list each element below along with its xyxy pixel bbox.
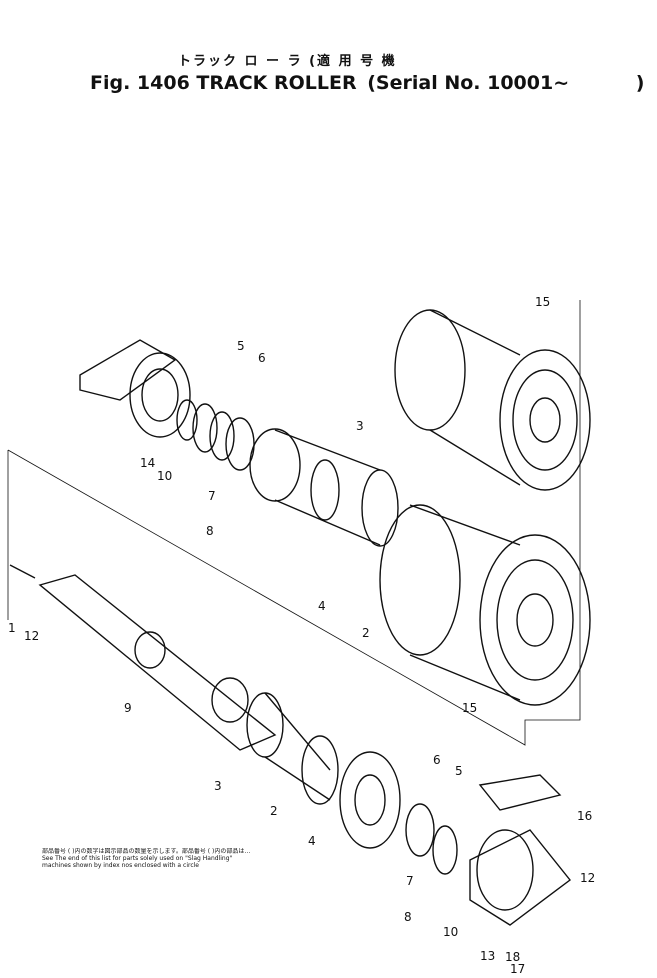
- callout-6a: 6: [258, 351, 266, 365]
- callout-16: 16: [577, 809, 592, 823]
- callout-12b: 12: [580, 871, 595, 885]
- callout-15b: 15: [462, 701, 477, 715]
- bushing-upper: [249, 428, 399, 547]
- callout-5b: 5: [455, 764, 463, 778]
- callout-15a: 15: [535, 295, 550, 309]
- callout-4b: 4: [308, 834, 316, 848]
- callout-5a: 5: [237, 339, 245, 353]
- outer-collar-upper: [79, 339, 191, 438]
- callout-3a: 3: [356, 419, 364, 433]
- footnote-line-1: 部品番号 ( )内の数字は図示部品の数量を示します。部品番号 ( )内の部品は…: [42, 848, 251, 855]
- callout-14: 14: [140, 456, 155, 470]
- callout-3b: 3: [214, 779, 222, 793]
- callout-6b: 6: [433, 753, 441, 767]
- callout-8b: 8: [404, 910, 412, 924]
- footnote-line-2: See The end of this list for parts solel…: [42, 855, 233, 862]
- footnote-line-3: machines shown by index nos enclosed wit…: [42, 862, 199, 869]
- leader-lines: [7, 300, 581, 746]
- callout-7a: 7: [208, 489, 216, 503]
- callout-10b: 10: [443, 925, 458, 939]
- callout-2a: 2: [362, 626, 370, 640]
- bolt-left: [9, 564, 36, 579]
- title-japanese: トラック ロ ー ラ (適 用 号 機: [178, 54, 397, 69]
- callout-9: 9: [124, 701, 132, 715]
- callout-4a: 4: [318, 599, 326, 613]
- callout-12a: 12: [24, 629, 39, 643]
- inner-collar-lower: [339, 751, 458, 875]
- callout-7b: 7: [406, 874, 414, 888]
- callout-18: 18: [505, 950, 520, 964]
- track-roller-shell-lower: [379, 504, 591, 706]
- callout-13: 13: [480, 949, 495, 963]
- callout-8a: 8: [206, 524, 214, 538]
- callout-2b: 2: [270, 804, 278, 818]
- serial-range: (Serial No. 10001~: [367, 72, 570, 94]
- figure-title: Fig. 1406 TRACK ROLLER (Serial No. 10001…: [90, 72, 644, 94]
- serial-close-paren: ): [635, 72, 645, 94]
- roller-shaft: [38, 574, 277, 751]
- outer-collar-lower: [469, 829, 571, 926]
- callout-10a: 10: [157, 469, 172, 483]
- callout-17: 17: [510, 962, 525, 976]
- bushing-lower: [246, 692, 339, 805]
- track-roller-shell-upper: [394, 309, 591, 491]
- footnote: 部品番号 ( )内の数字は図示部品の数量を示します。部品番号 ( )内の部品は……: [42, 848, 302, 869]
- guard-plate: [478, 774, 562, 811]
- figure-title-main: Fig. 1406 TRACK ROLLER: [90, 72, 357, 94]
- callout-1: 1: [8, 621, 16, 635]
